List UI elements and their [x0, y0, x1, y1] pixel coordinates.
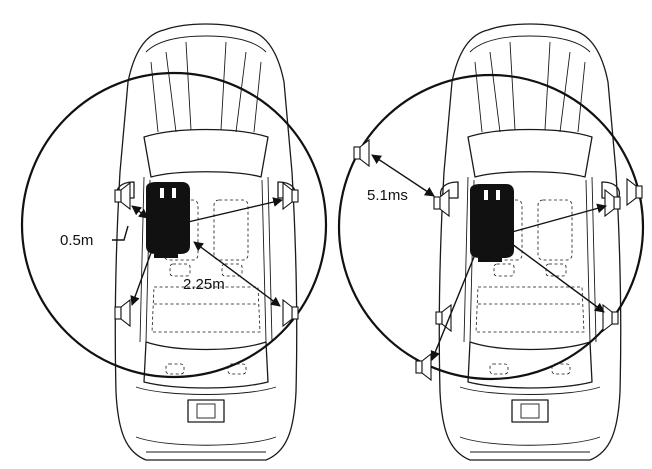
arrow-far-distance	[193, 241, 281, 307]
label-delay: 5.1ms	[367, 187, 408, 204]
car-outline-right	[438, 23, 622, 461]
speaker-front-left	[114, 182, 131, 210]
arrow-near-distance	[131, 205, 149, 219]
leader-near-distance	[112, 225, 129, 241]
arrow-to-rear-left-rp	[430, 251, 477, 361]
label-far-distance: 2.25m	[183, 276, 225, 293]
speaker-virtual-rear-left	[415, 353, 432, 381]
speaker-front-right	[282, 182, 299, 210]
arrow-to-front-right	[187, 197, 283, 223]
label-near-distance: 0.5m	[60, 232, 93, 249]
arrow-to-rear-left	[130, 249, 153, 306]
listener-seat-left	[146, 182, 190, 258]
arrow-to-rear-right-rp	[511, 243, 605, 313]
speaker-rear-right-right-panel	[602, 304, 619, 332]
right-panel: 5.1ms	[337, 23, 645, 461]
car-outline-left	[114, 23, 298, 461]
listener-seat-right	[470, 184, 514, 262]
listening-radius-circle-right	[337, 73, 645, 381]
speaker-rear-left	[114, 299, 131, 327]
left-panel: 0.5m 2.25m	[20, 23, 328, 461]
arrow-delay	[371, 154, 435, 197]
arrow-to-front-right-rp	[511, 203, 607, 233]
speaker-virtual-front-left	[353, 139, 370, 167]
listening-radius-circle-left	[20, 71, 328, 379]
